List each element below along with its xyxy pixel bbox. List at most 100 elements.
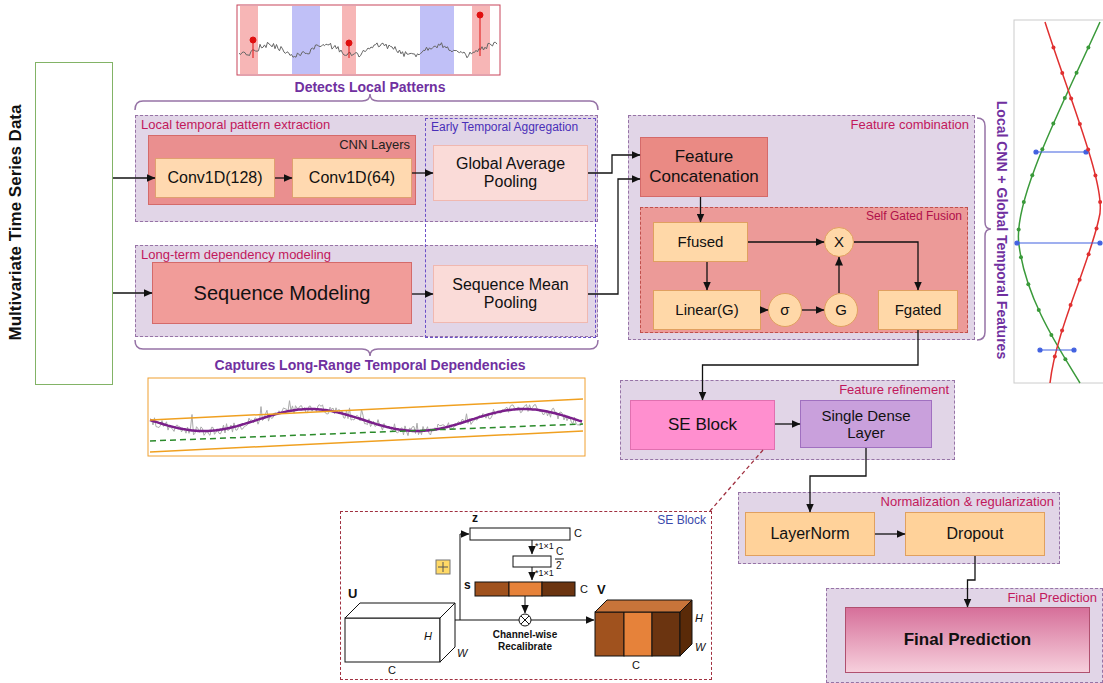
chart-frame — [148, 378, 585, 456]
layer-box: Conv1D(128) — [155, 158, 275, 198]
flow-arrow — [854, 242, 918, 290]
curve-point — [1051, 122, 1055, 126]
band-line — [150, 431, 583, 452]
region-label: SE Block — [657, 514, 706, 528]
curve-point — [1053, 355, 1057, 359]
flow-arrow — [706, 262, 707, 290]
symbol-label: V — [597, 583, 606, 598]
flow-arrow — [748, 241, 824, 242]
curve-point — [1098, 200, 1102, 204]
symbol-label: C — [580, 583, 588, 596]
curve-point — [1095, 227, 1099, 231]
symbol-label: *1×1 — [535, 541, 554, 551]
caption-text: Channel-wise Recalibrate — [476, 629, 574, 652]
region-label: Feature refinement — [839, 383, 949, 398]
region-label: Long-term dependency modeling — [141, 248, 331, 263]
box-label: Final Prediction — [904, 630, 1032, 650]
symbol-label: C — [632, 659, 640, 672]
stage-region: Normalization & regularizationLayerNorm D… — [738, 492, 1060, 564]
box-label: Global Average Pooling — [439, 155, 582, 192]
layer-box: Conv1D(64) — [292, 158, 412, 198]
flow-arrow — [588, 179, 640, 294]
symbol-label: z — [472, 512, 478, 526]
symbol-label: W — [695, 641, 705, 654]
operation-circle: G — [824, 293, 858, 327]
process-box: LayerNorm — [745, 512, 875, 556]
layer-group: CNN LayersConv1D(128) Conv1D(64) — [148, 135, 416, 205]
flow-arrow — [810, 448, 866, 512]
flow-arrow — [703, 330, 919, 400]
symbol-label: s — [464, 579, 471, 593]
region-label: Normalization & regularization — [881, 495, 1054, 510]
curve-point — [1086, 45, 1090, 49]
side-caption: Local CNN + Global Temporal Features — [993, 80, 1011, 380]
caption-text: Detects Local Patterns — [230, 79, 510, 95]
curve-chart — [1015, 22, 1102, 383]
smooth-trend — [150, 409, 582, 431]
flow-arrow — [838, 257, 839, 293]
curve-point — [1075, 71, 1079, 75]
symbol-label: H — [424, 630, 432, 643]
operation-circle: σ — [768, 293, 802, 327]
region-label: Self Gated Fusion — [866, 210, 962, 224]
leader-line — [710, 450, 763, 511]
box-label: Fgated — [895, 301, 942, 318]
aggregation-region: Early Temporal AggregationGlobal Average… — [425, 118, 596, 338]
region-label: Multivariate Time Series Data — [5, 61, 27, 384]
symbol-label: *1×1 — [535, 568, 554, 578]
flow-arrow — [761, 309, 768, 310]
curve-point — [1022, 200, 1026, 204]
curve-point — [1049, 333, 1053, 337]
box-label: Single Dense Layer — [806, 407, 926, 442]
symbol-label: 2 — [556, 560, 562, 572]
chart-bands — [240, 6, 490, 74]
curve-point — [1051, 46, 1055, 50]
symbol-label: C — [388, 664, 396, 677]
box-label: Linear(G) — [675, 301, 738, 318]
signal-trace — [150, 401, 582, 436]
waveform — [150, 401, 582, 436]
symbol-label: U — [348, 587, 357, 602]
curve-point — [1060, 329, 1064, 333]
curve-point — [1030, 173, 1034, 177]
curve-point — [1017, 227, 1021, 231]
flow-arrow — [113, 177, 155, 178]
stage-region: Final PredictionFinal Prediction — [826, 588, 1103, 683]
curve-point — [1063, 357, 1067, 361]
stage-region: Feature refinement SE Block Single Dense L… — [620, 380, 955, 460]
operation-box: Ffused — [653, 222, 748, 262]
stage-region: Feature combinationFeature Concatenation… — [628, 115, 975, 340]
flow-arrow — [875, 533, 905, 534]
curve-point — [1037, 308, 1041, 312]
peak-markers — [250, 12, 483, 58]
fusion-region: Self Gated FusionFfused X Linear(G) σG Fgate… — [640, 207, 968, 333]
operation-box: Fgated — [878, 290, 958, 330]
curve-point — [1069, 96, 1073, 100]
waveform — [239, 42, 497, 58]
curve-point — [1078, 122, 1082, 126]
box-label: Dropout — [947, 525, 1004, 543]
region-label: Early Temporal Aggregation — [431, 121, 578, 135]
flow-arrow — [113, 292, 152, 293]
process-box: Sequence Modeling — [152, 262, 412, 324]
band-line — [150, 399, 583, 420]
curve-point — [1019, 255, 1023, 259]
region-label: Final Prediction — [1007, 591, 1097, 606]
symbol-label: W — [457, 647, 467, 660]
region-label: CNN Layers — [339, 138, 410, 153]
box-label: X — [834, 233, 844, 250]
box-label: Sequence Modeling — [194, 282, 371, 305]
curve-point — [1078, 278, 1082, 282]
curve-point — [1040, 147, 1044, 151]
process-box: SE Block — [630, 400, 775, 450]
curve-point — [1063, 96, 1067, 100]
se-block-illustration — [345, 528, 692, 662]
input-panel: Multivariate Time Series Data — [35, 62, 113, 385]
operation-circle: X — [824, 227, 854, 257]
signal-trace — [239, 42, 497, 58]
box-label: Ffused — [678, 233, 724, 250]
operation-box: Linear(G) — [653, 290, 761, 330]
symbol-label: C — [556, 546, 563, 558]
